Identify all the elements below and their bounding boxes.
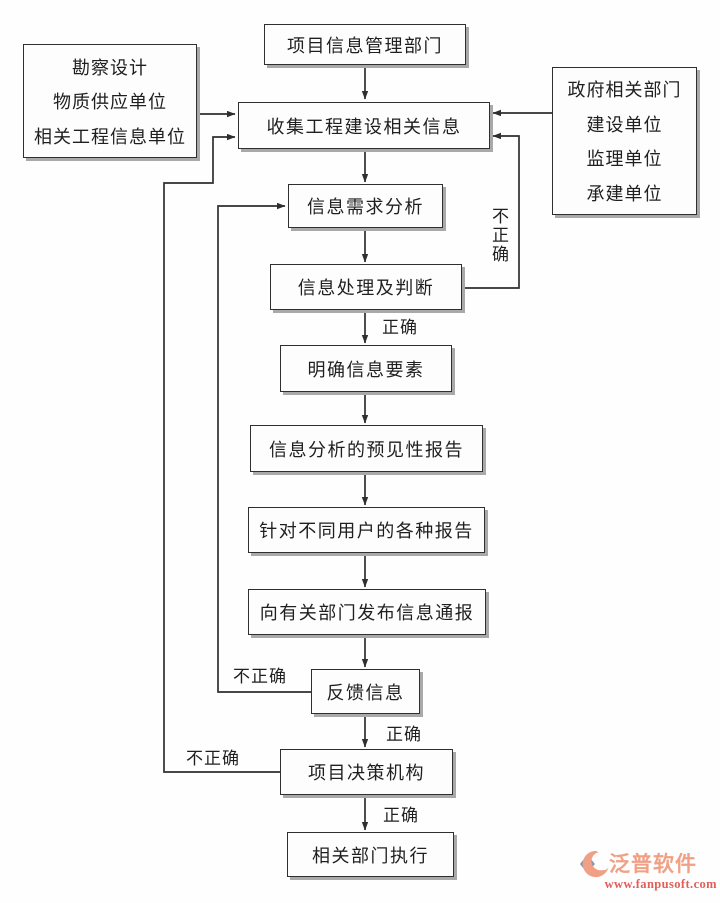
left-source-line-3: 相关工程信息单位 (34, 126, 186, 147)
node-decision-body: 项目决策机构 (280, 749, 453, 795)
label-incorrect-decision-loop: 不正确 (186, 749, 240, 768)
left-source-line-1: 勘察设计 (72, 57, 148, 78)
node-process-judge: 信息处理及判断 (270, 264, 462, 310)
node-clarify-elements: 明确信息要素 (280, 345, 452, 392)
edge-decision-incorrect-loop (163, 133, 280, 773)
node-publish-bulletin: 向有关部门发布信息通报 (248, 589, 486, 635)
left-source-line-2: 物质供应单位 (53, 92, 167, 112)
node-user-reports: 针对不同用户的各种报告 (248, 507, 485, 553)
node-department-execute: 相关部门执行 (287, 832, 454, 877)
node-demand-analysis: 信息需求分析 (288, 184, 443, 228)
label-incorrect-feedback-loop: 不正确 (233, 667, 287, 686)
node-project-info-department: 项目信息管理部门 (264, 24, 466, 65)
label-correct-after-feedback: 正确 (386, 725, 422, 744)
fanpu-url-text: www.fanpusoft.com (604, 877, 717, 891)
node-left-source-units: 勘察设计 物质供应单位 相关工程信息单位 (23, 44, 197, 158)
label-correct-after-process: 正确 (382, 318, 418, 337)
right-source-line-4: 承建单位 (586, 183, 663, 204)
edge-process-incorrect-loop (462, 132, 520, 289)
label-correct-after-decision: 正确 (383, 806, 419, 825)
node-feedback-info: 反馈信息 (311, 669, 420, 714)
fanpu-logo-icon (579, 850, 609, 878)
right-source-line-1: 政府相关部门 (567, 80, 682, 101)
node-right-source-units: 政府相关部门 建设单位 监理单位 承建单位 (552, 67, 697, 215)
node-predictive-report: 信息分析的预见性报告 (250, 425, 483, 472)
node-collect-info: 收集工程建设相关信息 (238, 102, 490, 149)
edge-feedback-incorrect-loop (217, 202, 311, 693)
label-incorrect-right-loop: 不正确 (489, 207, 508, 264)
fanpu-watermark: 泛普软件 www.fanpusoft.com (579, 849, 717, 892)
fanpu-brand-text: 泛普软件 (609, 852, 697, 876)
right-source-line-2: 建设单位 (586, 114, 663, 135)
right-source-line-3: 监理单位 (586, 149, 663, 170)
